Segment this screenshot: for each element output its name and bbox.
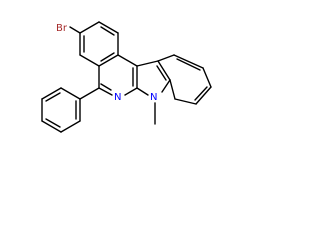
bromine-label: Br [56,23,68,34]
bromo-benzene-ring [79,21,119,67]
indole-nitrogen-label: N [150,92,157,103]
chemical-structure-diagram: Br N N [41,21,212,133]
phenyl-ring [41,87,100,133]
pyridine-nitrogen-label: N [114,92,121,103]
pyrrole-ring [136,60,171,96]
structure-canvas: Br N N [41,21,212,133]
c-br-bond [69,26,81,34]
pyridine-ring [98,54,138,96]
indole-benzene-ring [157,54,212,105]
